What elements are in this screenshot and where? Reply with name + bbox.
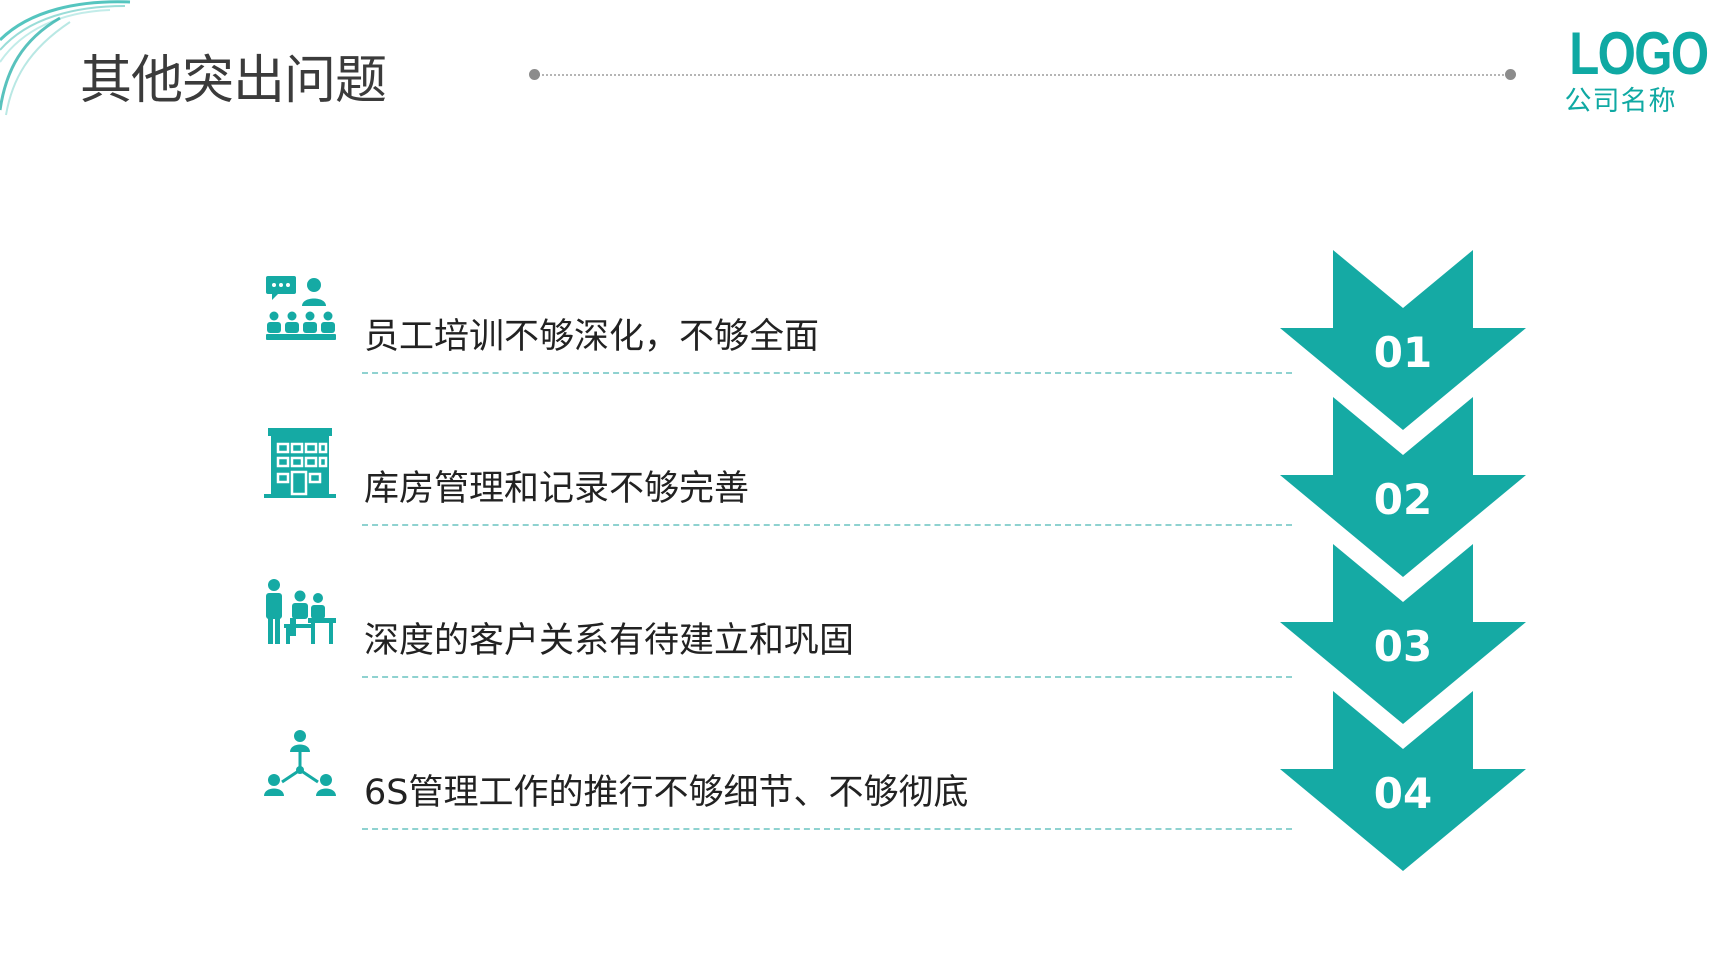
training-audience-icon: [262, 272, 338, 348]
warehouse-building-icon: [262, 424, 338, 500]
step-number-1: 01: [1373, 328, 1433, 377]
logo-text: LOGO: [1569, 20, 1709, 87]
issue-item-2: 库房管理和记录不够完善: [262, 424, 1292, 554]
issue-text-2: 库房管理和记录不够完善: [364, 469, 750, 509]
step-number-4: 04: [1373, 769, 1433, 818]
step-arrow-1: 01: [1278, 250, 1528, 430]
step-arrow-3: 03: [1278, 544, 1528, 724]
issue-text-3: 深度的客户关系有待建立和巩固: [364, 621, 855, 661]
issue-text-4: 6S管理工作的推行不够细节、不够彻底: [364, 773, 969, 813]
step-number-2: 02: [1373, 475, 1433, 524]
header-line-start-dot: [529, 69, 540, 80]
issue-item-3: 深度的客户关系有待建立和巩固: [262, 576, 1292, 706]
page-title: 其他突出问题: [80, 51, 387, 111]
header-divider-line: [535, 74, 1515, 76]
item-divider-3: [362, 676, 1292, 678]
issue-item-1: 员工培训不够深化，不够全面: [262, 272, 1292, 402]
step-arrow-2: 02: [1278, 397, 1528, 577]
item-divider-1: [362, 372, 1292, 374]
step-arrow-4: 04: [1278, 691, 1528, 871]
team-network-icon: [262, 728, 338, 804]
issue-item-4: 6S管理工作的推行不够细节、不够彻底: [262, 728, 1292, 858]
issue-text-1: 员工培训不够深化，不够全面: [364, 317, 820, 357]
header-line-end-dot: [1505, 69, 1516, 80]
step-number-3: 03: [1373, 622, 1433, 671]
company-name: 公司名称: [1564, 86, 1677, 117]
item-divider-4: [362, 828, 1292, 830]
item-divider-2: [362, 524, 1292, 526]
logo: LOGO 公司名称: [1558, 20, 1710, 118]
corner-swirl-decoration: [0, 0, 131, 116]
customer-meeting-icon: [262, 576, 338, 652]
